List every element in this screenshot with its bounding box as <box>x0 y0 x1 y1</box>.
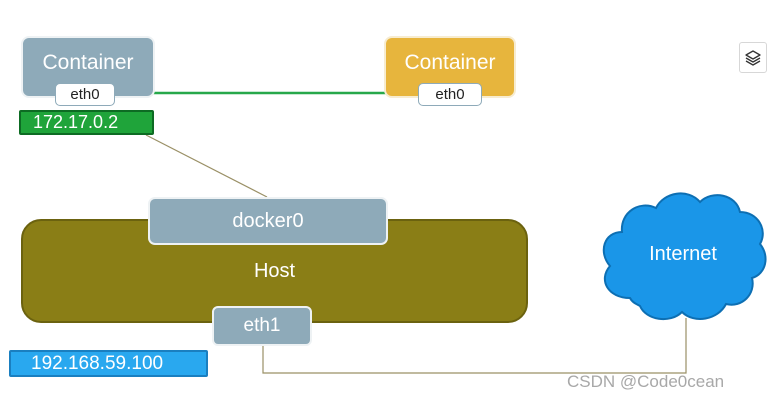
host-ip-badge: 192.168.59.100 <box>9 350 208 377</box>
docker0-label: docker0 <box>232 209 304 232</box>
container-left-label: Container <box>42 51 134 74</box>
container-ip-badge: 172.17.0.2 <box>19 110 154 135</box>
container-left: Container <box>23 38 153 96</box>
container-ip-text: 172.17.0.2 <box>33 112 119 132</box>
container-left-eth0-label: eth0 <box>70 86 100 103</box>
container-right-eth0: eth0 <box>418 83 482 106</box>
host-ip-text: 192.168.59.100 <box>31 352 164 374</box>
layers-button[interactable] <box>739 42 767 73</box>
container-to-bridge-line <box>145 134 268 198</box>
host-to-internet-line <box>262 318 687 374</box>
host-eth1: eth1 <box>212 306 312 346</box>
watermark: CSDN @Code0cean <box>567 372 725 391</box>
cloud-shape <box>602 192 767 321</box>
host-label: Host <box>253 259 296 282</box>
container-right-label: Container <box>404 51 496 74</box>
container-right-eth0-label: eth0 <box>435 86 465 103</box>
docker0-bridge: docker0 <box>148 197 388 245</box>
eth1-label: eth1 <box>243 315 281 336</box>
internet-label: Internet <box>649 243 717 265</box>
layers-icon <box>745 49 761 66</box>
container-left-eth0: eth0 <box>55 83 115 106</box>
internet-cloud-icon <box>602 192 767 321</box>
